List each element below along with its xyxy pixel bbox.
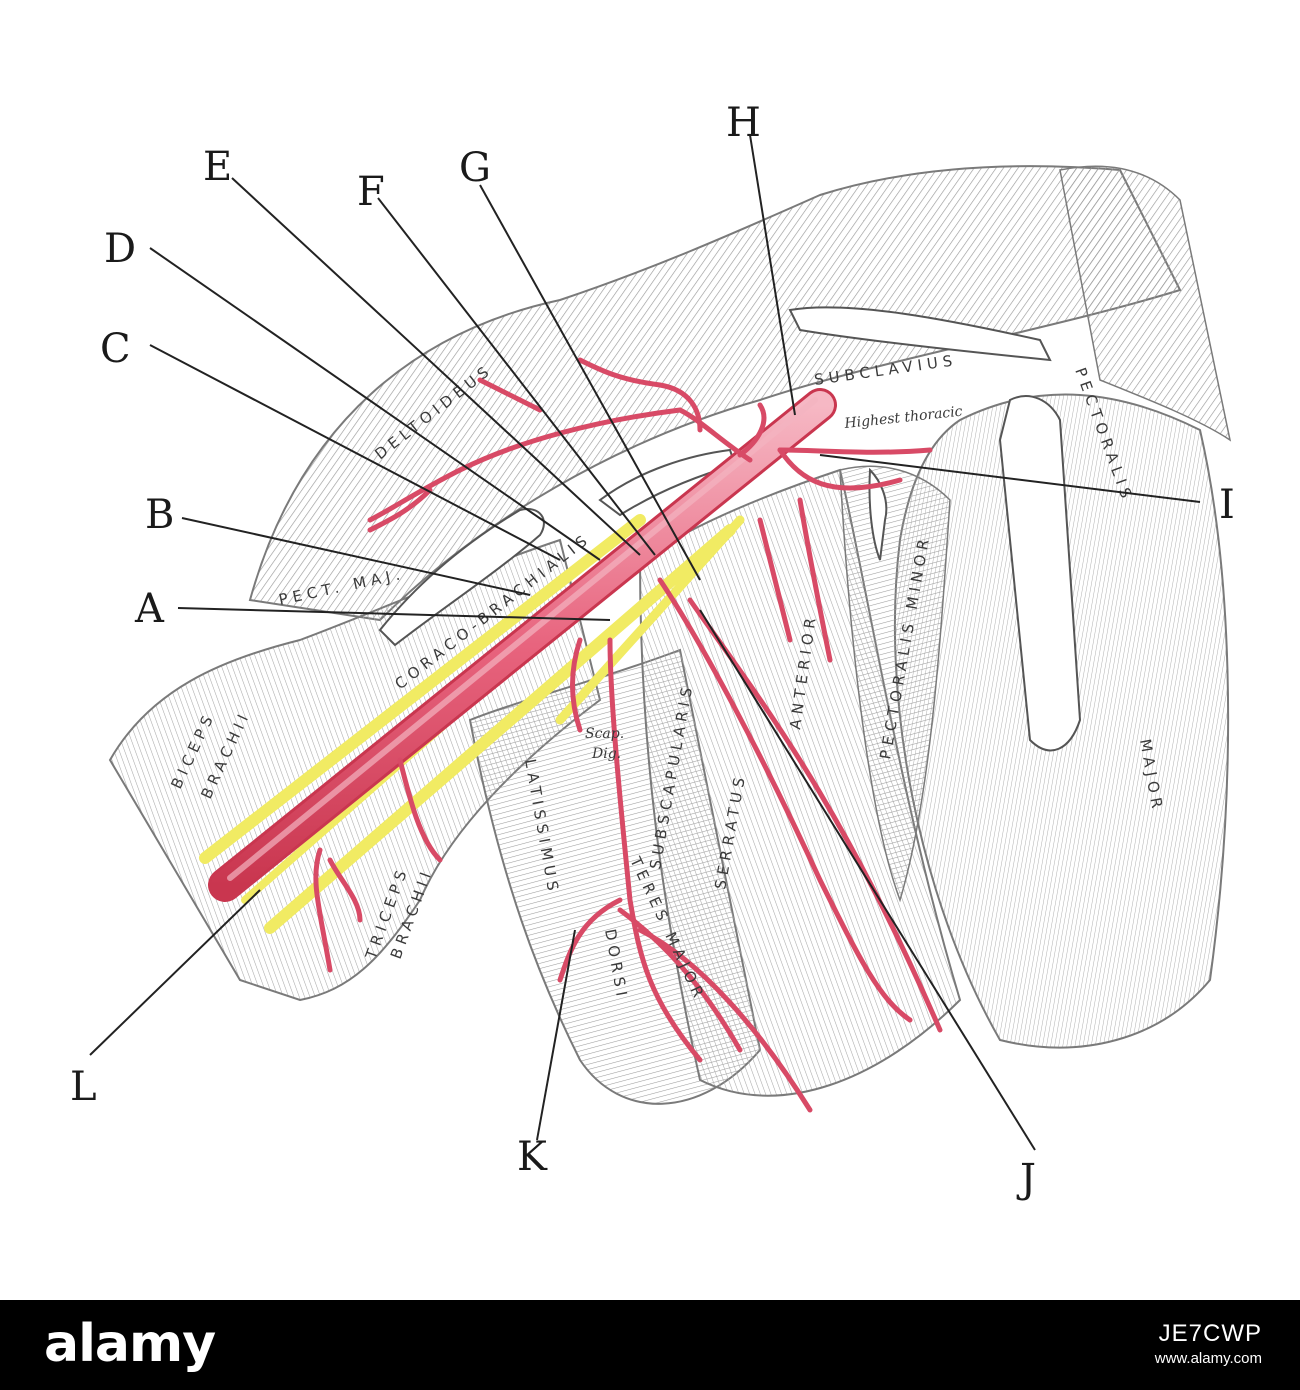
callout-K: K xyxy=(517,1134,548,1180)
watermark-footer: alamy JE7CWP www.alamy.com xyxy=(0,1300,1300,1390)
anatomy-illustration: DELTOIDEUS CORACO-BRACHIALIS PECT. MAJ. … xyxy=(70,100,1235,1202)
leader-L xyxy=(89,889,261,1056)
deltoid-muscle xyxy=(248,165,1182,622)
label-highest-thoracic: Highest thoracic xyxy=(843,404,964,432)
leader-lines xyxy=(89,134,1201,1151)
label-scap: Scap. xyxy=(585,726,624,742)
nerve-upper xyxy=(199,514,646,864)
label-dig: Dig. xyxy=(591,746,621,762)
neck-muscle xyxy=(1059,165,1232,442)
callout-G: G xyxy=(459,145,491,191)
image-id: JE7CWP xyxy=(1158,1320,1262,1347)
arteries xyxy=(208,357,943,1113)
leader-J xyxy=(699,609,1036,1151)
nerve-lower xyxy=(264,524,736,934)
brand-logo: alamy xyxy=(44,1314,216,1374)
callout-I: I xyxy=(1219,482,1235,528)
leader-A xyxy=(177,607,611,621)
pectoralis-minor-region xyxy=(839,465,951,903)
callout-F: F xyxy=(357,169,385,215)
callout-C: C xyxy=(100,326,131,372)
callout-J: J xyxy=(1016,1156,1036,1202)
leader-I xyxy=(819,454,1201,503)
leader-G xyxy=(479,184,701,581)
serratus-region xyxy=(638,468,962,1097)
leader-F xyxy=(377,197,656,556)
site-url: www.alamy.com xyxy=(1154,1350,1262,1367)
leader-H xyxy=(749,134,796,416)
callouts: A B C D E F G H I J K L xyxy=(70,100,1235,1202)
nerve-branch-1 xyxy=(555,515,745,725)
callout-D: D xyxy=(104,226,136,272)
leader-E xyxy=(231,177,641,556)
image-info: JE7CWP www.alamy.com xyxy=(1155,1320,1262,1367)
leader-D xyxy=(149,247,601,561)
leader-C xyxy=(149,344,561,561)
callout-E: E xyxy=(203,144,232,190)
callout-L: L xyxy=(70,1064,97,1110)
leader-K xyxy=(536,929,576,1141)
callout-A: A xyxy=(134,586,165,632)
callout-B: B xyxy=(145,492,174,538)
leader-B xyxy=(181,517,531,596)
callout-H: H xyxy=(726,100,761,146)
